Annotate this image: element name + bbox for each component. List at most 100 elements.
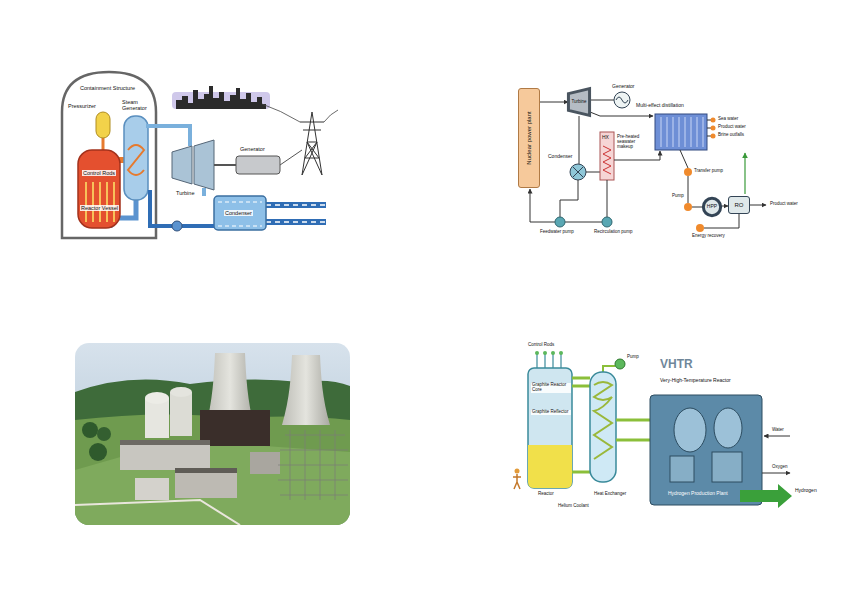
plant-photo-part bbox=[120, 440, 210, 470]
vhtr-diagram-part bbox=[590, 372, 616, 482]
plant-photo-part bbox=[170, 392, 192, 436]
plant-photo-part bbox=[175, 468, 237, 473]
desalination-diagram-part-part bbox=[661, 117, 662, 147]
part-label: Reactor Vessel bbox=[80, 205, 119, 211]
pwr-diagram-part bbox=[214, 164, 236, 166]
turbine-box: Turbine bbox=[568, 88, 590, 116]
desalination-diagram-part bbox=[744, 153, 745, 194]
pwr-diagram-part bbox=[172, 146, 192, 184]
pwr-diagram-part-part bbox=[302, 142, 322, 175]
part-label: Turbine bbox=[176, 190, 194, 196]
desalination-diagram-part bbox=[530, 189, 555, 222]
plant-photo-part bbox=[89, 443, 107, 461]
pwr-diagram-part bbox=[148, 192, 214, 226]
plant-photo-part-part bbox=[290, 430, 291, 500]
part-label: Control Rods bbox=[82, 170, 116, 176]
pwr-diagram-part bbox=[102, 138, 105, 150]
plant-photo-part bbox=[175, 468, 237, 498]
pwr-diagram-part bbox=[194, 140, 214, 190]
desalination-diagram-part bbox=[661, 117, 703, 147]
desalination-diagram-part bbox=[711, 134, 716, 139]
desalination-diagram-part bbox=[614, 151, 660, 160]
desalination-diagram-part-part bbox=[679, 117, 680, 147]
vhtr-diagram-part bbox=[650, 395, 762, 505]
desalination-diagram-part bbox=[586, 172, 600, 173]
desalination-diagram-part bbox=[614, 92, 630, 108]
desalination-diagram-part bbox=[565, 222, 602, 223]
pwr-diagram bbox=[62, 72, 338, 238]
plant-photo-part bbox=[278, 430, 348, 500]
desalination-diagram-part bbox=[616, 97, 628, 103]
part-label: Recirculation pump bbox=[594, 230, 633, 235]
part-label: Pressurizer bbox=[68, 103, 96, 109]
desalination-diagram-part-part bbox=[673, 117, 674, 147]
part-label: Hydrogen Production Plant bbox=[668, 491, 728, 497]
plant-photo-part bbox=[120, 440, 210, 445]
process-circle: HPP bbox=[703, 198, 721, 216]
pwr-diagram-part-part bbox=[99, 182, 101, 222]
desalination-diagram-part bbox=[684, 203, 692, 211]
pwr-diagram-part bbox=[146, 126, 190, 146]
desalination-diagram-part bbox=[603, 146, 611, 174]
part-label: Containment Structure bbox=[80, 85, 135, 91]
pwr-diagram-part-part bbox=[300, 122, 324, 123]
part-label: Generator bbox=[240, 146, 265, 152]
vhtr-diagram-part bbox=[535, 351, 539, 355]
plant-photo-part bbox=[82, 422, 98, 438]
pwr-diagram-part bbox=[280, 150, 302, 165]
desalination-diagram bbox=[530, 92, 766, 232]
part-label: Reactor bbox=[538, 492, 554, 497]
part-label: Heat Exchanger bbox=[594, 492, 626, 497]
desalination-diagram-part bbox=[590, 100, 614, 101]
part-label: Brine outfalls bbox=[718, 133, 744, 138]
part-label: Pump bbox=[672, 194, 684, 199]
part-label: Steam Generator bbox=[122, 99, 154, 111]
desalination-diagram-part bbox=[590, 112, 653, 116]
node-label: RO bbox=[735, 202, 744, 209]
vhtr-diagram-part bbox=[572, 378, 590, 386]
plant-photo bbox=[75, 343, 350, 525]
desalination-diagram-part bbox=[555, 217, 565, 227]
diagram-title: VHTR bbox=[660, 358, 693, 371]
part-label: Energy recovery bbox=[692, 234, 725, 239]
desalination-diagram-part bbox=[573, 167, 583, 177]
plant-photo-part bbox=[135, 478, 169, 500]
part-label: Pump bbox=[627, 355, 639, 360]
desalination-diagram-part-part bbox=[667, 117, 668, 147]
plant-photo-part bbox=[75, 440, 350, 525]
part-label: Condenser bbox=[548, 154, 572, 160]
process-box: RO bbox=[728, 196, 750, 214]
desalination-diagram-part-part bbox=[691, 117, 692, 147]
part-label: Water bbox=[772, 428, 784, 433]
desalination-diagram-part bbox=[696, 224, 704, 232]
vhtr-diagram-part bbox=[714, 408, 742, 448]
part-label: Condenser bbox=[224, 210, 253, 216]
pwr-diagram-part-part bbox=[85, 182, 87, 222]
vhtr-diagram-part bbox=[712, 452, 742, 482]
pwr-diagram-part bbox=[202, 188, 206, 196]
part-label: Control Rods bbox=[528, 343, 554, 348]
node-outline-shape bbox=[568, 89, 589, 116]
pwr-diagram-part bbox=[172, 221, 182, 231]
pwr-diagram-part bbox=[176, 86, 266, 109]
pwr-diagram-part bbox=[218, 202, 262, 226]
pwr-diagram-part bbox=[262, 104, 338, 122]
part-label: Hydrogen bbox=[795, 488, 817, 494]
pwr-diagram-part-part bbox=[106, 182, 108, 222]
desalination-diagram-part bbox=[711, 126, 716, 131]
vhtr-diagram-part bbox=[674, 408, 706, 452]
part-label: Product water bbox=[770, 202, 798, 207]
part-label: HX bbox=[602, 135, 609, 141]
desalination-diagram-part-part bbox=[703, 117, 704, 147]
pwr-diagram-part-part bbox=[303, 130, 321, 131]
desalination-diagram-part bbox=[688, 176, 689, 203]
vhtr-diagram-part bbox=[528, 445, 572, 488]
vhtr-diagram-part bbox=[543, 351, 547, 355]
desalination-diagram-part-part bbox=[685, 117, 686, 147]
part-label: Generator bbox=[612, 84, 635, 90]
pwr-diagram-part bbox=[86, 182, 114, 222]
part-label: Graphite Reflector bbox=[531, 410, 571, 415]
vhtr-diagram-part bbox=[572, 471, 590, 474]
desalination-diagram-part bbox=[560, 180, 578, 217]
